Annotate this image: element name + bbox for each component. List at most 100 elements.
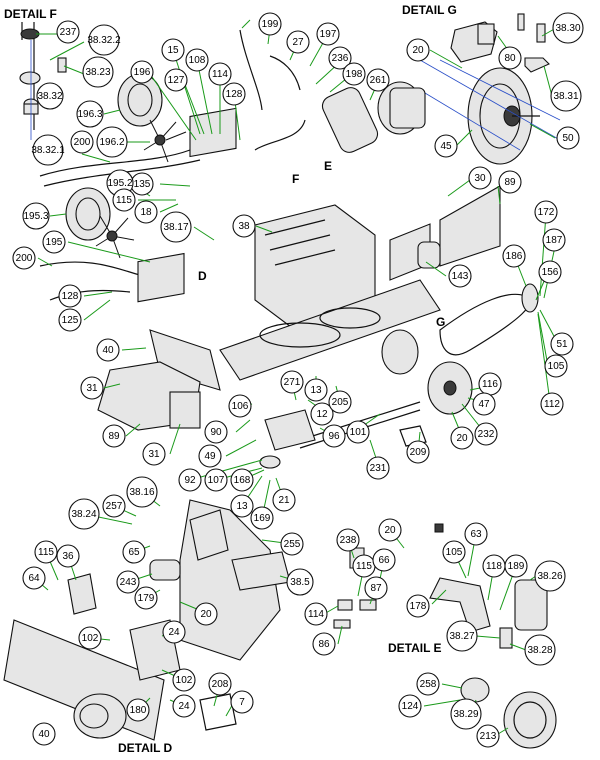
callout-label: 20 xyxy=(200,609,212,620)
callout-87: 87 xyxy=(364,576,388,600)
callout-237: 237 xyxy=(56,20,80,44)
callout-label: 115 xyxy=(38,547,54,558)
callout-label: 86 xyxy=(318,639,330,650)
callout-bubble xyxy=(130,60,154,84)
callout-bubble xyxy=(88,24,120,56)
callout-96: 96 xyxy=(322,424,346,448)
callout-label: 47 xyxy=(478,399,490,410)
callout-271: 271 xyxy=(280,370,304,394)
callout-27: 27 xyxy=(286,30,310,54)
callout-label: 50 xyxy=(562,133,574,144)
callout-label: 128 xyxy=(226,89,243,100)
callout-bubble xyxy=(272,488,296,512)
callout-bubble xyxy=(504,554,528,578)
callout-36: 36 xyxy=(56,544,80,568)
callout-40: 40 xyxy=(96,338,120,362)
callout-31: 31 xyxy=(80,376,104,400)
callout-38-5: 38.5 xyxy=(286,568,314,596)
callout-label: 38.23 xyxy=(85,67,110,78)
callout-label: 38.24 xyxy=(71,509,96,520)
callout-label: 118 xyxy=(486,561,502,572)
callout-bubble xyxy=(366,456,390,480)
callout-label: 38.32 xyxy=(37,91,62,102)
callout-bubble xyxy=(476,724,500,748)
callout-bubble xyxy=(194,602,218,626)
callout-label: 38.32.1 xyxy=(31,145,65,156)
callout-bubble xyxy=(82,56,114,88)
callout-200: 200 xyxy=(70,130,94,154)
callout-bubble xyxy=(76,100,104,128)
callout-18: 18 xyxy=(134,200,158,224)
callout-bubble xyxy=(96,338,120,362)
callout-7: 7 xyxy=(230,690,254,714)
callout-label: 186 xyxy=(506,251,523,262)
callout-213: 213 xyxy=(476,724,500,748)
detail-e-parts xyxy=(429,523,557,749)
frame-belt xyxy=(219,185,539,415)
callout-196-2: 196.2 xyxy=(96,126,128,158)
callout-label: 258 xyxy=(420,679,437,690)
callout-label: 271 xyxy=(284,377,301,388)
callout-label: 232 xyxy=(478,429,495,440)
callout-bubble xyxy=(34,540,58,564)
callout-label: 114 xyxy=(212,69,228,80)
callout-bubble xyxy=(102,424,126,448)
callout-bubble xyxy=(286,568,314,596)
callout-label: 102 xyxy=(82,633,99,644)
callout-92: 92 xyxy=(178,468,202,492)
callout-bubble xyxy=(534,200,558,224)
callout-257: 257 xyxy=(102,494,126,518)
pumps xyxy=(137,107,237,303)
callout-bubble xyxy=(222,82,246,106)
view-letter-f: F xyxy=(292,172,299,186)
callout-38-30: 38.30 xyxy=(552,12,584,44)
callout-bubble xyxy=(304,602,328,626)
callout-label: 65 xyxy=(128,547,140,558)
callout-38-32-2: 38.32.2 xyxy=(87,24,121,56)
callout-bubble xyxy=(468,166,492,190)
callout-90: 90 xyxy=(204,420,228,444)
callout-bubble xyxy=(42,230,66,254)
callout-127: 127 xyxy=(164,68,188,92)
callout-196: 196 xyxy=(130,60,154,84)
callout-bubble xyxy=(464,522,488,546)
callout-label: 49 xyxy=(204,451,216,462)
callout-label: 24 xyxy=(168,627,180,638)
callout-232: 232 xyxy=(474,422,498,446)
callout-label: 213 xyxy=(480,731,497,742)
callout-172: 172 xyxy=(534,200,558,224)
callout-bubble xyxy=(162,620,186,644)
callout-169: 169 xyxy=(250,506,274,530)
callout-bubble xyxy=(498,170,522,194)
callout-label: 13 xyxy=(236,501,248,512)
callout-bubble xyxy=(286,30,310,54)
callout-label: 169 xyxy=(254,513,271,524)
callout-180: 180 xyxy=(126,698,150,722)
callout-38-32-1: 38.32.1 xyxy=(31,134,65,166)
callout-bubble xyxy=(258,12,282,36)
callout-64: 64 xyxy=(22,566,46,590)
callout-bubble xyxy=(550,332,574,356)
callout-bubble xyxy=(126,476,158,508)
callout-bubble xyxy=(450,426,474,450)
callout-bubble xyxy=(58,284,82,308)
callout-38-24: 38.24 xyxy=(68,498,100,530)
callout-12: 12 xyxy=(310,402,334,426)
callout-80: 80 xyxy=(498,46,522,70)
callout-label: 89 xyxy=(504,177,516,188)
callout-200: 200 xyxy=(12,246,36,270)
callout-63: 63 xyxy=(464,522,488,546)
callout-bubble xyxy=(232,214,256,238)
callout-label: 231 xyxy=(370,463,387,474)
callout-bubble xyxy=(312,632,336,656)
callout-143: 143 xyxy=(448,264,472,288)
callout-40: 40 xyxy=(32,722,56,746)
callout-label: 20 xyxy=(412,45,424,56)
callout-236: 236 xyxy=(328,46,352,70)
callout-label: 156 xyxy=(542,267,559,278)
callout-bubble xyxy=(204,468,228,492)
callout-118: 118 xyxy=(482,554,506,578)
callout-label: 236 xyxy=(332,53,349,64)
callout-label: 66 xyxy=(378,555,390,566)
callout-114: 114 xyxy=(304,602,328,626)
